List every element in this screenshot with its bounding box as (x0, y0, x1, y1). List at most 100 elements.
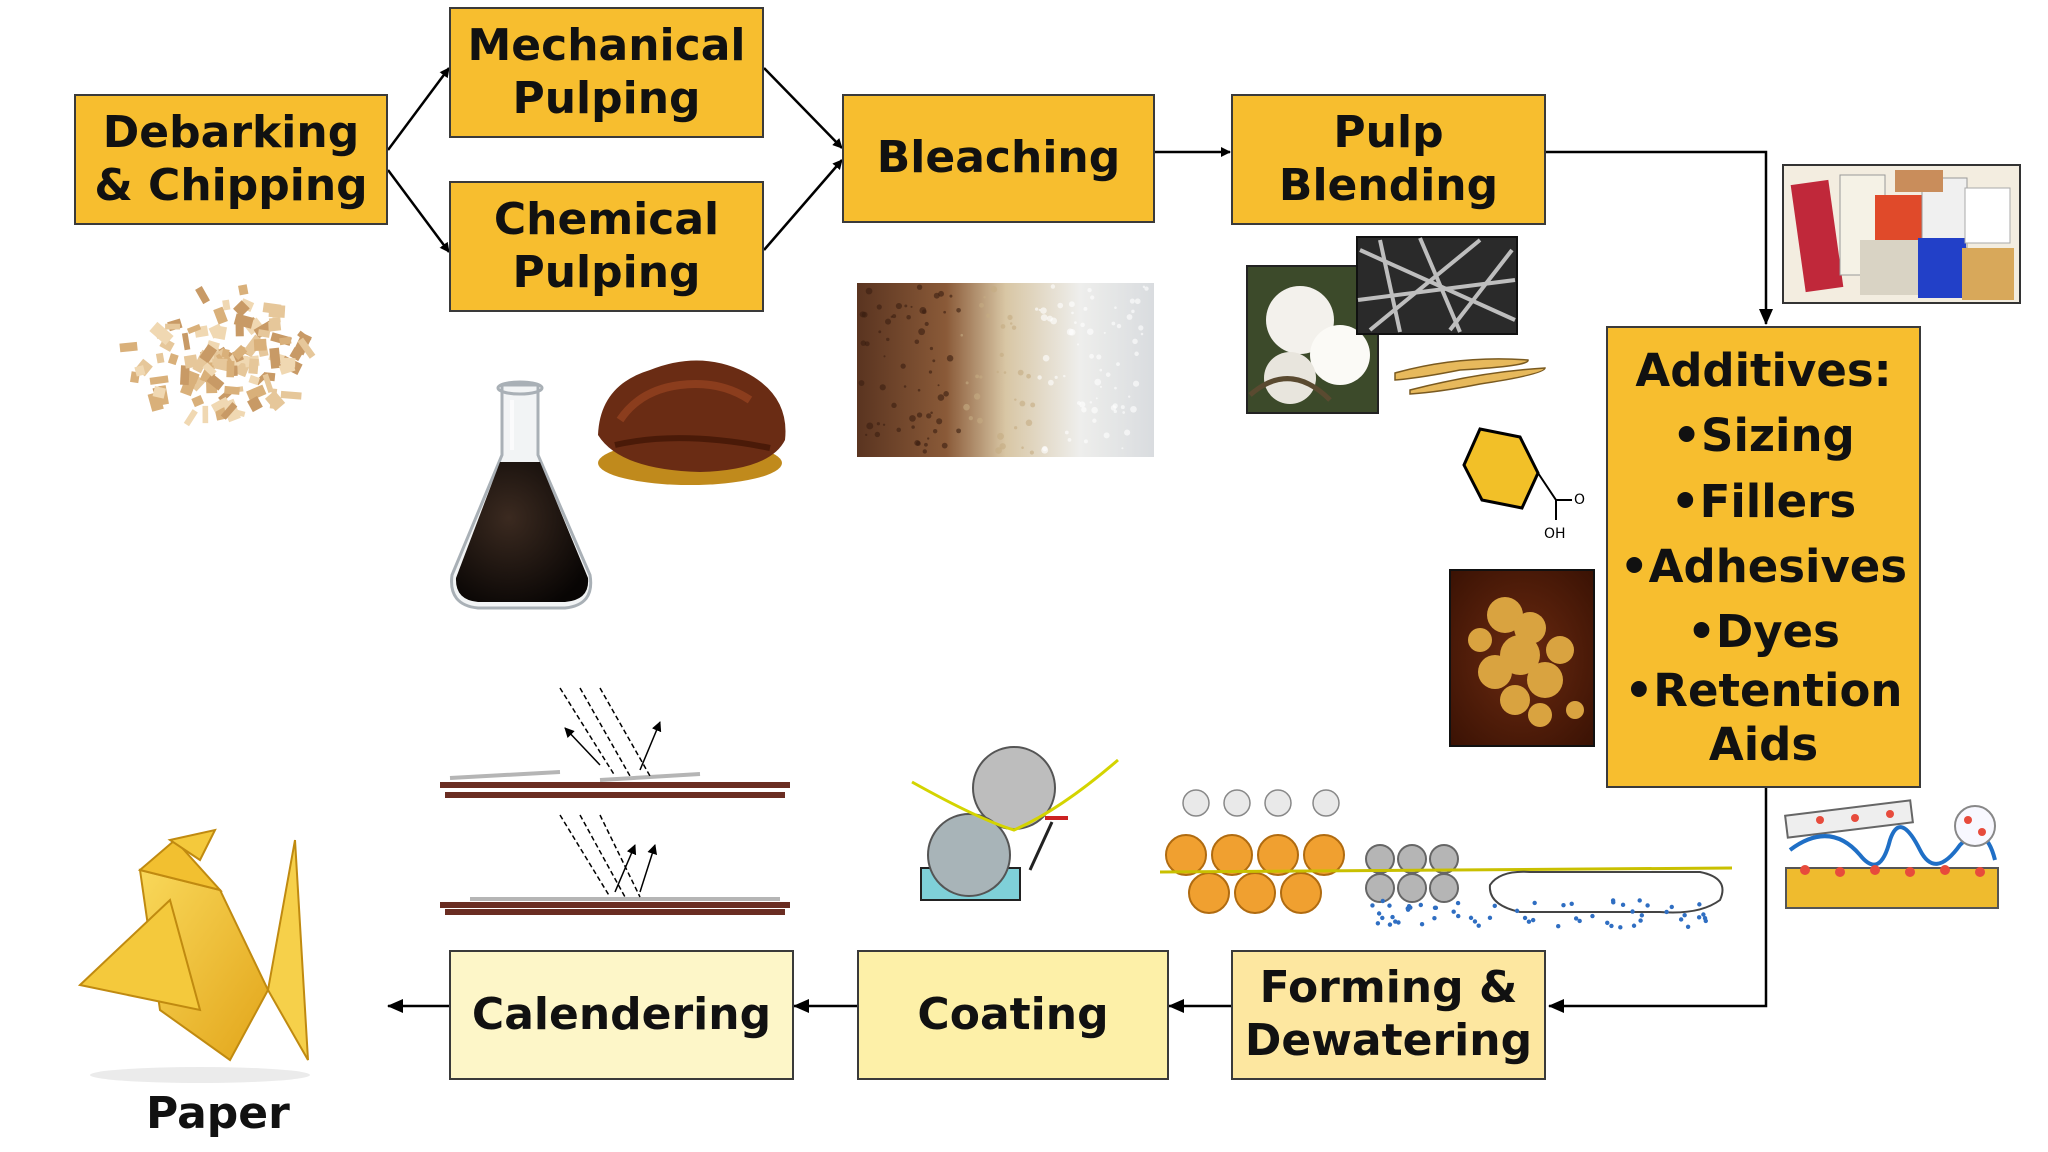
pulp-grain (1040, 314, 1048, 322)
water-drop (1455, 900, 1461, 906)
pulp-grain (1034, 307, 1039, 311)
water-drop (1685, 924, 1691, 929)
pulp-grain (1144, 286, 1149, 291)
pulp-grain (883, 355, 886, 358)
water-drop (1432, 915, 1437, 921)
pulp-grain (1131, 309, 1135, 314)
pulp-grain (904, 304, 908, 308)
pulp-grain (1083, 306, 1088, 311)
water-drop (1472, 919, 1478, 924)
water-drop (1605, 920, 1610, 926)
pulp-grain (1037, 375, 1042, 380)
pulp-grain (965, 381, 969, 385)
water-drop (1701, 912, 1706, 917)
water-drop (1561, 902, 1566, 908)
pulp-grain (878, 330, 882, 334)
pulp-grain (1096, 354, 1102, 360)
pulp-grain (918, 328, 926, 336)
pulp-grain (922, 309, 927, 314)
water-drop (1487, 915, 1493, 921)
wood-chip (155, 352, 165, 364)
pulp-grain (928, 370, 933, 374)
pulp-grain (1066, 328, 1074, 336)
pulp-grain (1105, 372, 1111, 377)
wood-chip (233, 300, 250, 317)
pulp-grain (924, 442, 928, 447)
water-drop (1476, 923, 1481, 928)
pulp-grain (1094, 378, 1102, 386)
pulp-grain (997, 432, 1004, 440)
pulp-grain (960, 333, 964, 337)
pulp-grain (943, 391, 949, 397)
debarking-label-line2: & Chipping (94, 159, 368, 211)
bleaching-box: Bleaching (842, 94, 1155, 223)
pulp-grain (890, 315, 893, 318)
wood-chip (226, 360, 235, 378)
carboxyl-oh-label: OH (1544, 526, 1566, 542)
pulp-grain (892, 314, 897, 319)
brown-pulp-image (598, 360, 786, 485)
pulp-grain (1030, 402, 1036, 408)
pulp-grain (946, 355, 954, 362)
pulp-grain (876, 304, 882, 310)
pulp-grain (927, 437, 930, 440)
pulp-grain (900, 363, 906, 369)
water-drop (1380, 915, 1385, 921)
pulp-grain (1017, 369, 1024, 376)
forming-rollers-image (1159, 789, 1733, 930)
pulp-grain (858, 380, 865, 386)
fiber-strands-image (1394, 358, 1546, 395)
pulp-grain (1114, 386, 1117, 390)
pulp-grain (1140, 332, 1144, 336)
pulp-grain (1090, 295, 1095, 300)
wood-chip (119, 341, 138, 353)
wood-chip (152, 385, 167, 399)
pulp-grain (1129, 298, 1135, 304)
wood-chip (180, 371, 199, 397)
calendering-box: Calendering (449, 950, 794, 1080)
pulp-grain (938, 290, 945, 297)
pulp-grain (1014, 426, 1018, 430)
additive-aids: Aids (1708, 718, 1819, 772)
water-drop (1630, 909, 1635, 914)
wood-chip (297, 330, 312, 344)
pulp-grain (1092, 418, 1097, 423)
pulp-grain (1116, 323, 1122, 329)
pulp-grain (986, 313, 991, 318)
pulp-grain (1091, 406, 1098, 414)
pulp-grain (929, 346, 934, 351)
wood-chip (279, 336, 292, 346)
pulp-grain (1011, 325, 1017, 330)
pulp-grain (999, 443, 1006, 450)
pulp-grain (910, 305, 913, 308)
pulp-grain (1111, 321, 1116, 326)
water-drop (1419, 922, 1425, 927)
pulp-bleaching-gradient-image (857, 283, 1154, 457)
pulp-grain (1014, 398, 1017, 401)
wood-chip (262, 373, 274, 394)
pulp-grain (1113, 409, 1117, 414)
pulp-blending-box: Pulp Blending (1231, 94, 1546, 225)
pulp-grain (932, 428, 938, 434)
pulp-grain (975, 374, 980, 379)
pulp-grain (1126, 314, 1133, 320)
water-drop (1370, 903, 1375, 908)
pulp-grain (1103, 331, 1106, 334)
wood-chip (231, 344, 248, 361)
additive-adhesives: •Adhesives (1619, 539, 1908, 593)
pulp-grain (1003, 371, 1007, 374)
pulp-grain (865, 287, 873, 295)
chemical-pulping-box: Chemical Pulping (449, 181, 764, 312)
wood-chip (248, 358, 259, 375)
pulp-grain (1026, 373, 1031, 379)
pulp-grain (963, 403, 970, 411)
water-drop (1697, 902, 1702, 907)
pulp-grain (1080, 322, 1085, 328)
connector-arrows (386, 67, 1773, 1013)
wood-chip (165, 323, 180, 330)
wood-chip (297, 337, 316, 359)
water-drop (1664, 909, 1669, 915)
pulp-grain (936, 418, 943, 425)
pulp-grain (1021, 446, 1024, 449)
